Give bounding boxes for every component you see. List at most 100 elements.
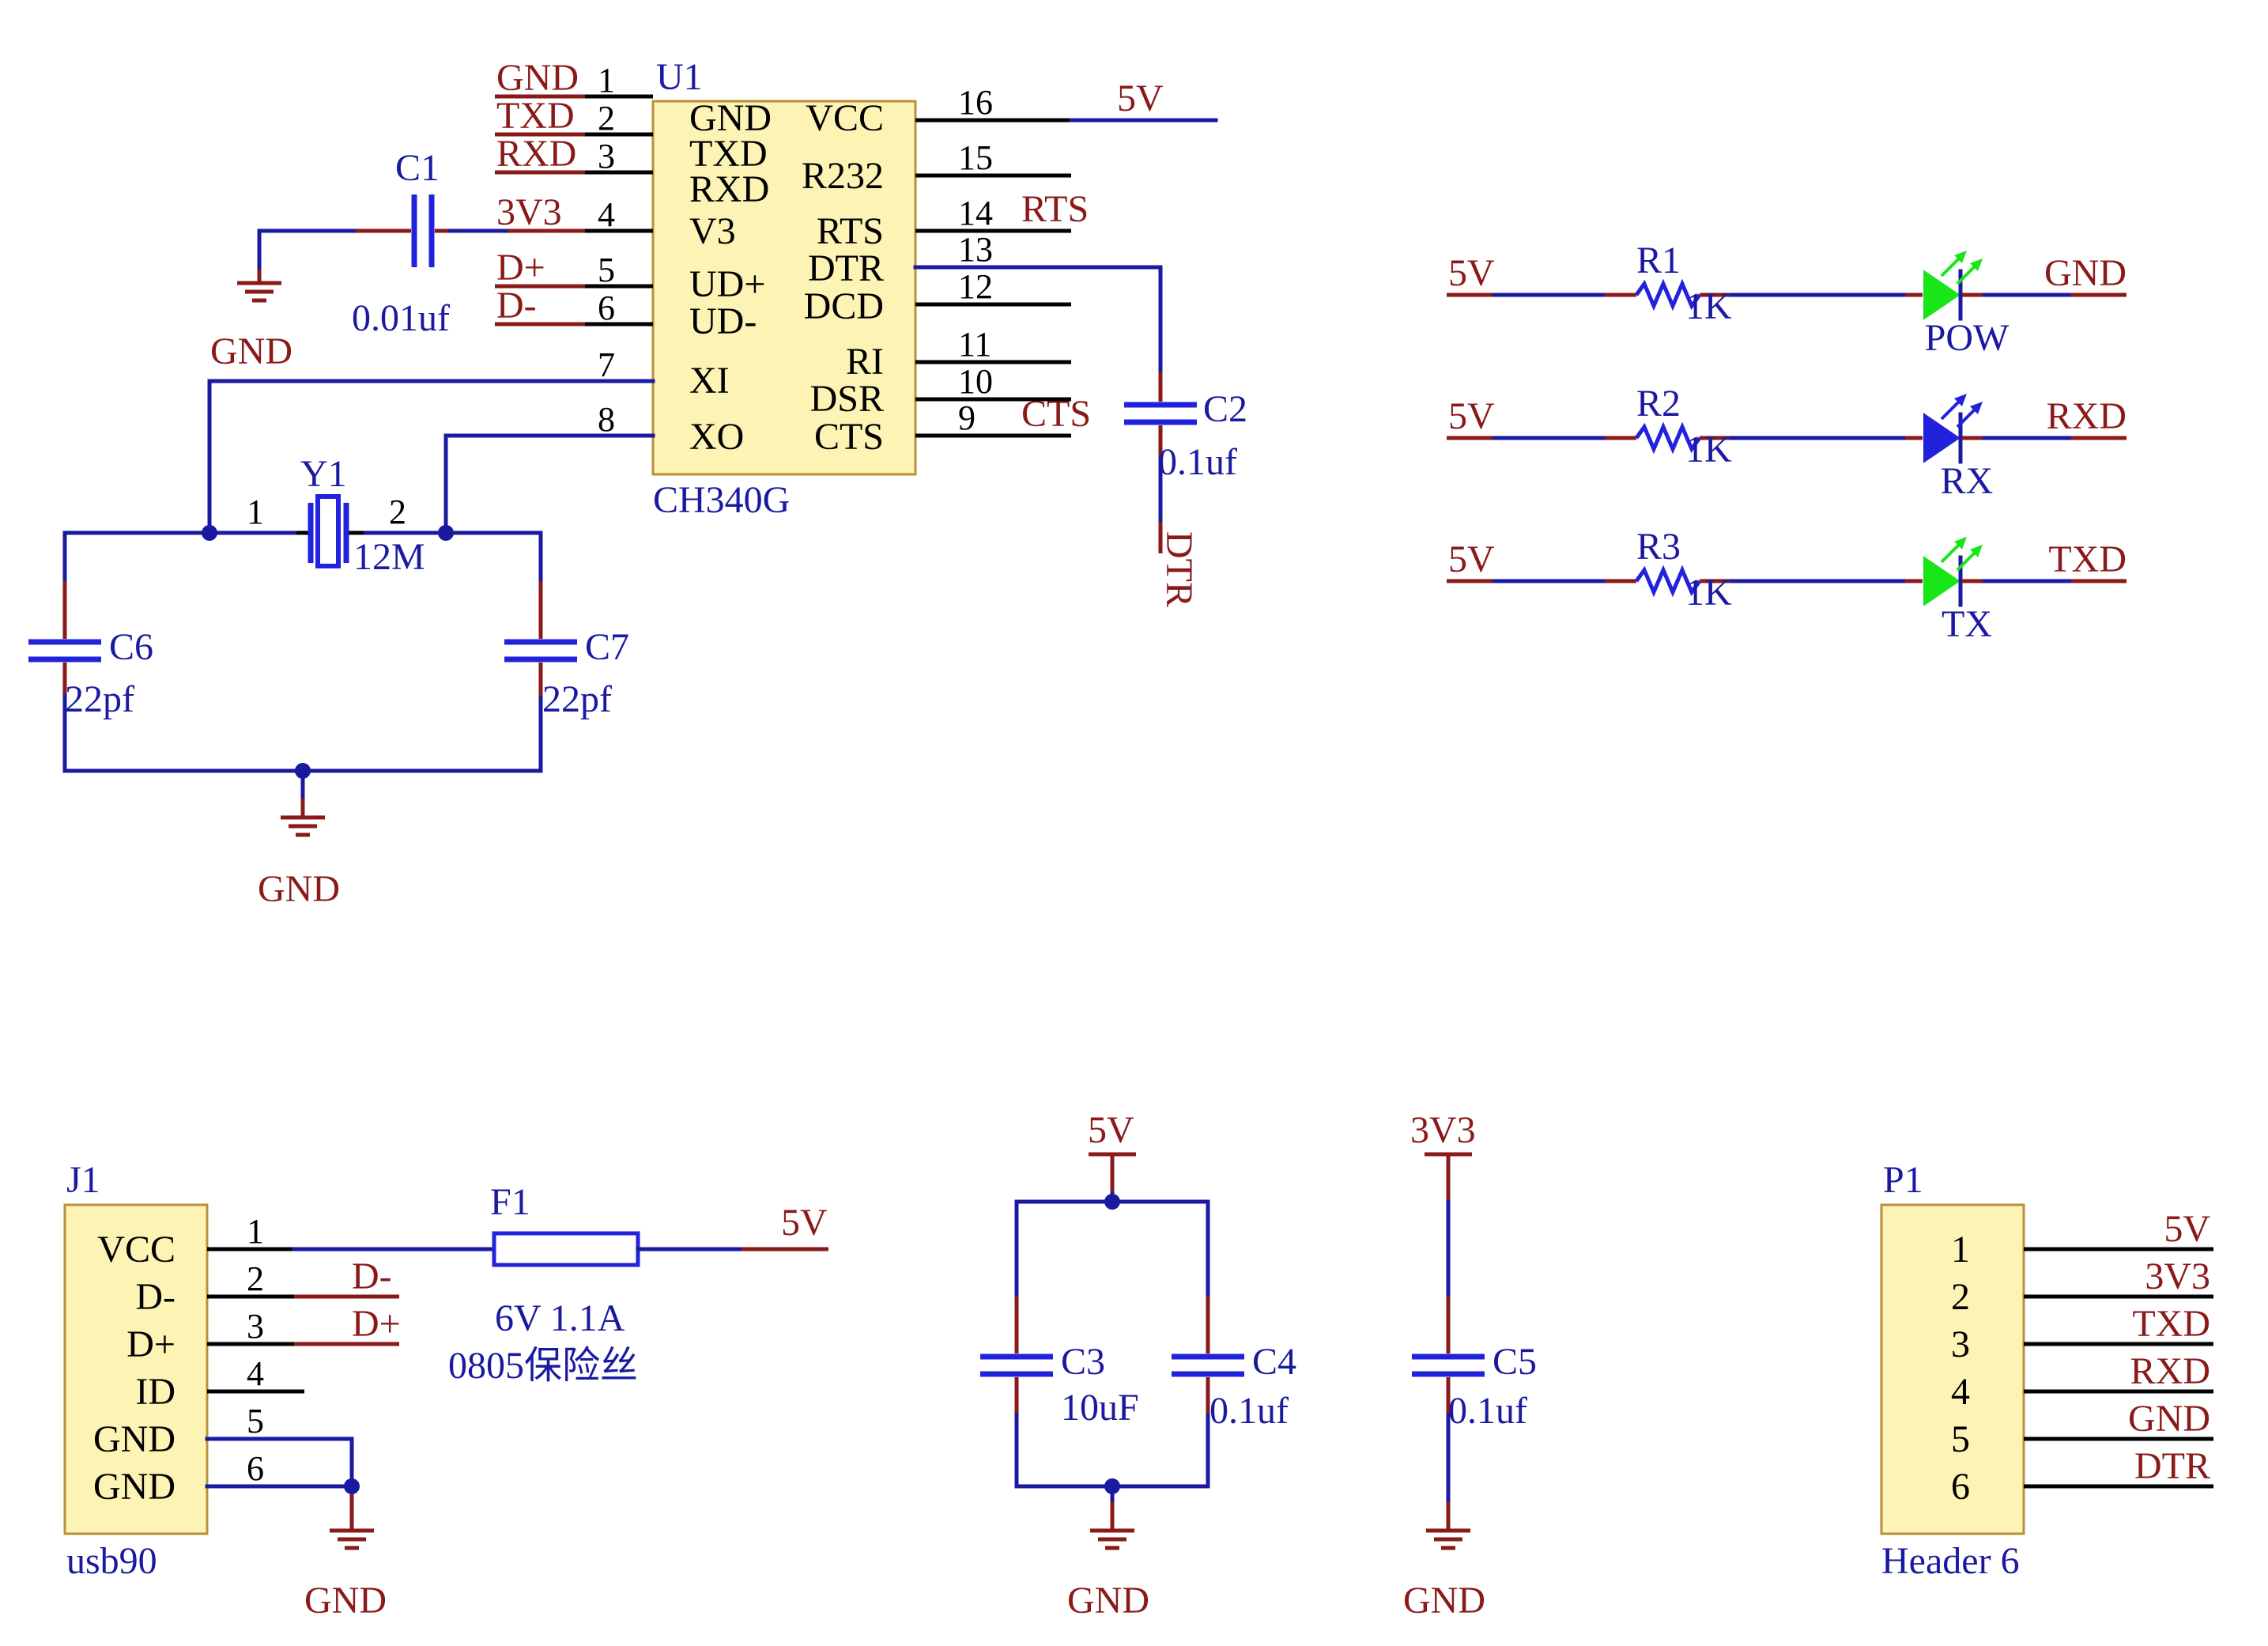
u1-net-label: 3V3 — [496, 191, 562, 233]
resistor-value: 1K — [1685, 572, 1732, 613]
resistor-designator: R1 — [1636, 240, 1681, 281]
j1-pin-name: VCC — [97, 1229, 175, 1270]
u1-pin-number: 6 — [598, 289, 615, 327]
led-arrow-head — [1954, 537, 1967, 549]
y1-value: 12M — [353, 536, 425, 578]
led-net-out-label: GND — [2044, 252, 2126, 294]
j1-gnd-label: GND — [304, 1580, 387, 1621]
resistor-designator: R2 — [1636, 383, 1681, 425]
u1-pin-number: 3 — [598, 137, 615, 176]
p1-pin-number: 2 — [1951, 1276, 1970, 1318]
led-designator: TX — [1942, 603, 1992, 645]
j1-pin-number: 2 — [247, 1259, 264, 1298]
junction-dot — [295, 763, 311, 779]
c1-capacitor[interactable]: C1 0.01uf GND — [210, 147, 508, 372]
u1-pin-name: RTS — [817, 210, 884, 252]
led-diode — [1923, 270, 1960, 320]
u1-pin-name: GND — [689, 97, 772, 139]
led-arrow-head — [1970, 259, 1983, 271]
c1-designator: C1 — [395, 147, 440, 189]
u1-pin-name: DCD — [804, 285, 884, 327]
c6-value: 22pf — [65, 678, 134, 720]
j1-designator: J1 — [66, 1159, 100, 1201]
junction-dot — [202, 525, 217, 541]
u1-net-label: TXD — [496, 95, 575, 137]
c7-designator: C7 — [585, 626, 629, 668]
u1-pin-number: 5 — [598, 251, 615, 289]
u1-pin-name: RXD — [689, 168, 769, 210]
f1-value: 6V 1.1A — [495, 1297, 625, 1339]
resistor-body — [1634, 421, 1702, 455]
p1-pin-number: 4 — [1951, 1371, 1970, 1413]
p1-net-label: 3V3 — [2145, 1255, 2210, 1297]
p1-net-label: GND — [2128, 1398, 2210, 1440]
u1-pin-number: 4 — [598, 195, 615, 234]
c4-value: 0.1uf — [1209, 1390, 1289, 1432]
led-net-in-label: 5V — [1448, 538, 1495, 580]
crystal-circuit[interactable]: Y1 1 2 12M C6 22pf C7 22pf GND — [28, 379, 655, 910]
u1-pin-name: DSR — [810, 378, 884, 420]
p1-pin-number: 1 — [1951, 1229, 1970, 1270]
c5-ground-symbol — [1426, 1531, 1470, 1548]
u1-pin-name: V3 — [689, 210, 736, 252]
j1-pin-name: GND — [93, 1418, 175, 1460]
p1-pin-number: 3 — [1951, 1323, 1970, 1365]
j1-pin-number: 5 — [247, 1402, 264, 1440]
c2-dtr-label: DTR — [1158, 531, 1200, 607]
u1-pin-name: UD+ — [689, 263, 765, 305]
p1-designator: P1 — [1883, 1159, 1923, 1201]
u1-pin-name: VCC — [806, 97, 884, 139]
u1-pin-number: 2 — [598, 99, 615, 138]
u1-pin-number: 10 — [958, 362, 993, 401]
led-arrow-head — [1954, 394, 1967, 406]
p1-pin-number: 5 — [1951, 1418, 1970, 1460]
p1-net-label: 5V — [2164, 1208, 2210, 1250]
c2-capacitor[interactable]: C2 0.1uf DTR — [913, 265, 1247, 607]
c6-designator: C6 — [109, 626, 153, 668]
resistor-body — [1634, 278, 1702, 311]
led-net-in-label: 5V — [1448, 252, 1495, 294]
p1-part: Header 6 — [1881, 1540, 2020, 1582]
c5-gnd-label: GND — [1403, 1580, 1485, 1621]
c5-decoupling[interactable]: 3V3 C5 0.1uf GND — [1403, 1109, 1537, 1621]
led-net-out-label: RXD — [2047, 395, 2126, 437]
y1-pin2: 2 — [389, 493, 406, 531]
c1-gnd-label: GND — [210, 330, 292, 372]
u1-pin-number: 1 — [598, 61, 615, 100]
y1-crystal-body — [315, 494, 341, 568]
u1-pin-name: XI — [689, 360, 730, 402]
decoupling-gnd-label: GND — [1067, 1580, 1149, 1621]
led-diode — [1923, 413, 1960, 463]
junction-dot — [1104, 1194, 1120, 1210]
c2-designator: C2 — [1203, 388, 1247, 430]
u1-pin-number: 7 — [598, 345, 615, 384]
j1-part: usb90 — [66, 1540, 157, 1582]
led-designator: RX — [1941, 460, 1994, 502]
p1-net-label: DTR — [2134, 1445, 2210, 1487]
led-designator: POW — [1925, 317, 2010, 359]
c3-c4-decoupling[interactable]: 5V C3 10uF C4 0.1uf GND — [980, 1109, 1296, 1621]
j1-pin-name: D- — [135, 1276, 175, 1318]
u1-net-label: GND — [496, 57, 579, 99]
u1-body — [651, 100, 917, 476]
j1-body — [63, 1203, 209, 1535]
j1-net-label: D+ — [352, 1303, 401, 1345]
led-diode — [1923, 556, 1960, 606]
junction-dot — [344, 1478, 360, 1494]
f1-5v-label: 5V — [781, 1202, 828, 1244]
u1-pin-number: 13 — [958, 230, 993, 269]
u1-pin-name: R232 — [802, 155, 884, 197]
u1-pin-number: 12 — [958, 267, 993, 306]
j1-pin-name: ID — [135, 1371, 175, 1413]
u1-pin-name: DTR — [808, 247, 884, 289]
u1-pin-name: CTS — [814, 416, 884, 458]
c5-3v3-label: 3V3 — [1410, 1109, 1476, 1151]
